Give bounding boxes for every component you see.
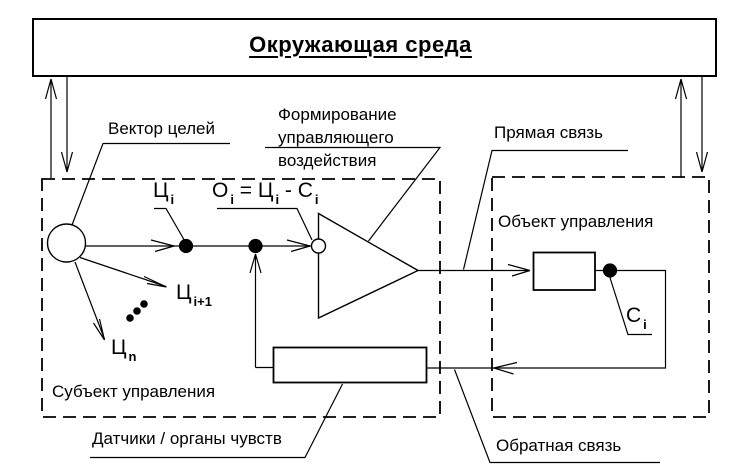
ellipsis-dot	[140, 300, 148, 308]
formula-leader-line	[217, 207, 313, 241]
sensors-rect	[272, 346, 428, 384]
comparator-input-arrowhead-icon	[286, 239, 311, 253]
environment-title: Окружающая среда	[249, 31, 472, 57]
goal-i1-arrow	[79, 256, 167, 288]
goal-i-node-dot	[178, 238, 194, 254]
label-direct-link: Прямая связь	[494, 123, 603, 142]
env-down-arrow-right-icon	[695, 77, 709, 173]
feedback-sum-node-dot	[248, 238, 263, 254]
label-feedback: Обратная связь	[496, 436, 622, 455]
controller-triangle	[317, 212, 420, 320]
ellipsis-dot	[133, 307, 141, 315]
environment-box: Окружающая среда	[32, 18, 717, 77]
subject-dashed-box	[41, 178, 441, 418]
object-dashed-box	[491, 176, 710, 418]
env-down-arrow-left-icon	[60, 77, 74, 173]
formation-leader-line	[265, 146, 442, 242]
label-control-object: Объект управления	[498, 212, 654, 231]
feedback-arrowhead-icon	[493, 361, 518, 375]
feedback-loop-line	[427, 269, 667, 369]
sensors-leader-line	[90, 383, 344, 459]
subject-circle	[46, 223, 87, 263]
goal-n-arrow	[74, 261, 106, 341]
state-i-leader-line	[608, 275, 652, 336]
env-up-arrow-left-icon	[44, 78, 58, 178]
label-goal-vector: Вектор целей	[108, 119, 215, 138]
label-formation-line2: управляющего	[278, 128, 394, 147]
ellipsis-dot	[126, 314, 134, 322]
goal-i-leader-line	[154, 207, 186, 241]
goal-line-arrowhead-icon	[150, 239, 175, 253]
state-node-dot	[602, 263, 618, 278]
label-formation-line3: воздействия	[278, 151, 377, 170]
label-sensors: Датчики / органы чувств	[92, 429, 282, 448]
object-rect	[532, 251, 596, 291]
env-up-arrow-right-icon	[674, 78, 688, 177]
label-formation: Формирование управляющего воздействия	[278, 103, 397, 172]
direct-link-line	[418, 263, 531, 277]
direct-link-leader-line	[462, 149, 628, 270]
label-control-subject: Субъект управления	[52, 382, 216, 401]
goal-vector-leader-line	[71, 142, 230, 226]
comparator-circle	[310, 238, 327, 254]
sensor-to-sum-line	[249, 253, 273, 369]
feedback-leader-line	[453, 369, 660, 464]
label-formation-line1: Формирование	[278, 105, 397, 124]
